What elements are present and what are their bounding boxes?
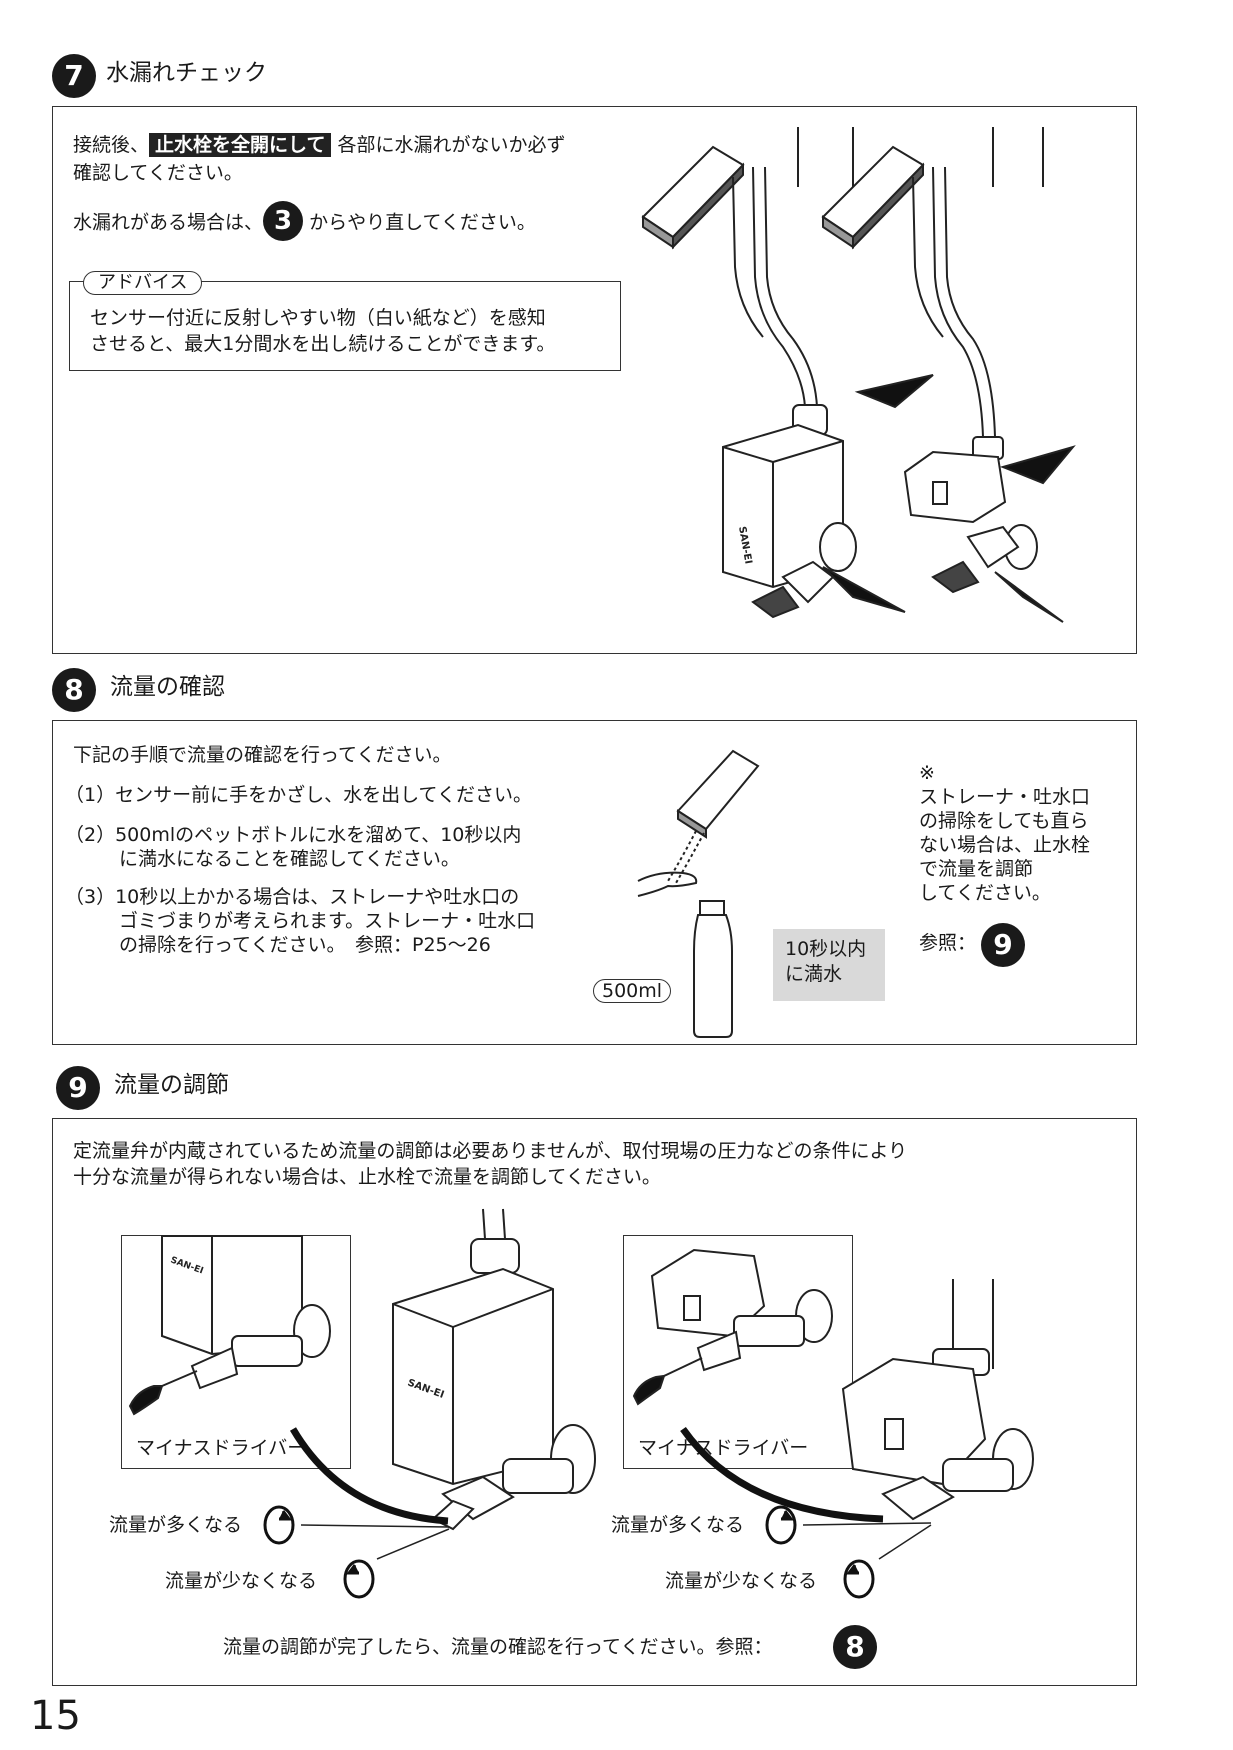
step-3-badge: 3: [263, 201, 304, 241]
step-7-badge: 7: [52, 54, 96, 98]
step-8-ref-badge: 8: [833, 1625, 877, 1669]
sec8-step3c: の掃除を行ってください。 参照：P25〜26: [119, 934, 491, 956]
right-unit-illustration: [680, 1279, 1034, 1523]
sec8-intro: 下記の手順で流量の確認を行ってください。: [73, 744, 452, 766]
left-driver-inset: SAN-EI マイナスドライバー: [121, 1235, 351, 1469]
side-line5: してください。: [919, 882, 1051, 904]
less-flow-left-label: 流量が少なくなる: [165, 1570, 318, 1592]
step-9-ref-badge: 9: [981, 923, 1025, 967]
sec8-step3a: （3）10秒以上かかる場合は、ストレーナや吐水口の: [65, 886, 520, 908]
section-8-title: 流量の確認: [110, 674, 225, 700]
bottle-label: 500ml: [593, 979, 672, 1003]
side-line2: の掃除をしても直ら: [919, 810, 1089, 832]
section-7-title: 水漏れチェック: [106, 60, 267, 86]
note-line1: 10秒以内: [785, 938, 867, 960]
side-line3: ない場合は、止水栓: [919, 834, 1091, 856]
step-9-badge: 9: [56, 1066, 100, 1110]
section-9-box: 定流量弁が内蔵されているため流量の調節は必要ありませんが、取付現場の圧力などの条…: [52, 1118, 1137, 1686]
left-pointer-lines: [300, 1524, 450, 1560]
sec7-line1: 接続後、止水栓を全開にして 各部に水漏れがないか必ず: [73, 133, 566, 158]
sec8-step3b: ゴミづまりが考えられます。ストレーナ・吐水口: [119, 910, 536, 932]
left-unit-illustration: SAN-EI: [289, 1208, 596, 1531]
section-8-box: 下記の手順で流量の確認を行ってください。 （1）センサー前に手をかざし、水を出し…: [52, 720, 1137, 1045]
bottle-illustration: [637, 749, 806, 1038]
leak-check-illustration: SAN-EI: [641, 127, 1076, 623]
less-flow-right-label: 流量が少なくなる: [665, 1570, 818, 1592]
rotate-more-left-icon: [263, 1505, 295, 1545]
right-driver-inset: マイナスドライバー: [623, 1235, 853, 1469]
sec7-line2: 確認してください。: [73, 162, 243, 184]
rotate-more-right-icon: [765, 1505, 797, 1545]
sec7-line1-pre: 接続後、: [73, 134, 150, 156]
section-7-box: 接続後、止水栓を全開にして 各部に水漏れがないか必ず 確認してください。 水漏れ…: [52, 106, 1137, 654]
sec8-step2a: （2）500mlのペットボトルに水を溜めて、10秒以内: [65, 824, 522, 846]
sec8-step2b: に満水になることを確認してください。: [119, 848, 460, 870]
driver-label-right: マイナスドライバー: [638, 1437, 809, 1459]
advice-line2: させると、最大1分間水を出し続けることができます。: [90, 333, 556, 355]
sec7-line3: 水漏れがある場合は、3 からやり直してください。: [73, 201, 536, 243]
left-inset-illustration: SAN-EI: [128, 1235, 331, 1416]
right-inset-illustration: [632, 1248, 833, 1406]
fill-time-note: 10秒以内 に満水: [773, 929, 885, 1001]
note-line2: に満水: [785, 963, 843, 985]
more-flow-right-label: 流量が多くなる: [611, 1514, 745, 1536]
sec7-line1-post: 各部に水漏れがないか必ず: [337, 134, 566, 156]
rotate-less-left-icon: [343, 1559, 375, 1599]
sec7-line3-pre: 水漏れがある場合は、: [73, 211, 264, 234]
driver-label-left: マイナスドライバー: [136, 1437, 307, 1459]
section-9-title: 流量の調節: [114, 1072, 229, 1098]
side-ref: 参照：: [919, 932, 977, 954]
sec8-step1: （1）センサー前に手をかざし、水を出してください。: [65, 784, 532, 806]
sec9-footer: 流量の調節が完了したら、流量の確認を行ってください。参照：: [223, 1636, 773, 1658]
more-flow-left-label: 流量が多くなる: [109, 1514, 243, 1536]
sec7-line3-post: からやり直してください。: [309, 211, 536, 234]
right-pointer-lines: [802, 1522, 932, 1560]
side-line1: ストレーナ・吐水口: [919, 786, 1091, 808]
side-line4: で流量を調節: [919, 858, 1034, 880]
sec7-highlight: 止水栓を全開にして: [149, 133, 332, 157]
step-8-badge: 8: [52, 668, 96, 712]
advice-box: センサー付近に反射しやすい物（白い紙など）を感知 させると、最大1分間水を出し続…: [69, 281, 621, 371]
side-mark: ※: [919, 762, 935, 784]
advice-line1: センサー付近に反射しやすい物（白い紙など）を感知: [90, 307, 546, 329]
advice-label: アドバイス: [83, 271, 203, 295]
sec9-line2: 十分な流量が得られない場合は、止水栓で流量を調節してください。: [73, 1166, 661, 1188]
rotate-less-right-icon: [843, 1559, 875, 1599]
page-number: 15: [30, 1693, 81, 1739]
sec9-line1: 定流量弁が内蔵されているため流量の調節は必要ありませんが、取付現場の圧力などの条…: [73, 1140, 908, 1162]
